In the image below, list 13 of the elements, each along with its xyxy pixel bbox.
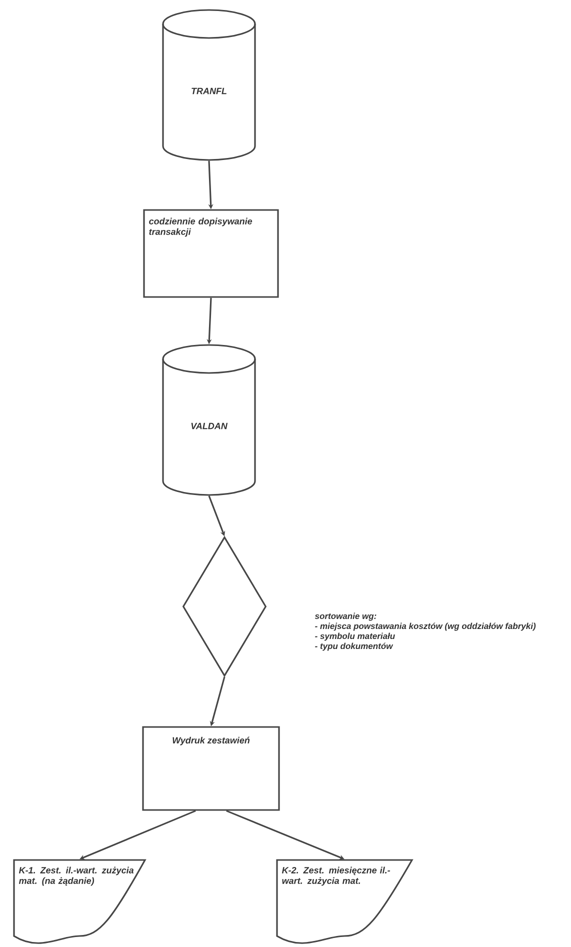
node-label: TRANFL — [192, 88, 226, 94]
process-box: codziennie dopisywanie transakcji — [143, 209, 279, 298]
node-label: VALDAN — [191, 422, 228, 430]
arrow — [80, 810, 196, 860]
note-text: sortowanie wg: - miejsca powstawania kosztów (wg oddziałów fabryki) - symbolu materiału - typu dokumentów — [314, 612, 536, 651]
database-cylinder: TRANFL — [162, 9, 256, 161]
arrow — [226, 810, 344, 860]
node-label: - miejsca powstawania kosztów (wg oddziałów fabryki) — [315, 622, 536, 631]
node-label: - symbolu materiału — [315, 632, 395, 641]
node-label: - typu dokumentów — [315, 642, 394, 651]
database-cylinder: VALDAN — [162, 344, 256, 496]
process-box: Wydruk zestawień — [142, 726, 280, 811]
node-label: sortowanie wg: — [314, 612, 376, 621]
